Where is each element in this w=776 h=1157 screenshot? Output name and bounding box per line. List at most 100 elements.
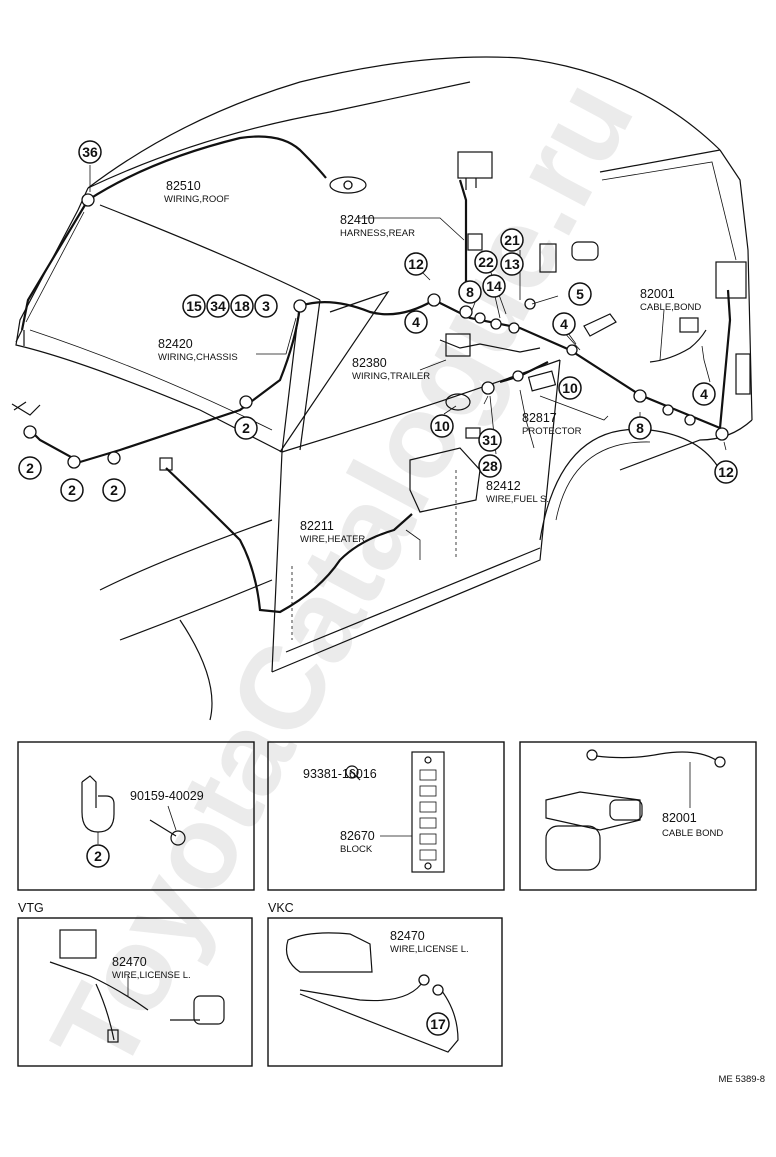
svg-text:22: 22: [478, 254, 494, 270]
part-number-license-vtg: 82470: [112, 955, 147, 969]
part-label-cable-bond: 82001 CABLE,BOND: [640, 287, 701, 313]
wire-clamps: [23, 180, 729, 469]
callout-3: 3: [254, 294, 278, 318]
svg-text:WIRING,ROOF: WIRING,ROOF: [164, 194, 230, 205]
callout-14: 14: [482, 274, 506, 298]
svg-text:15: 15: [186, 298, 202, 314]
callout-2: 2: [18, 456, 42, 480]
svg-text:82420: 82420: [158, 337, 193, 351]
callout-21: 21: [500, 228, 524, 252]
part-number-cable-bond-detail: 82001: [662, 811, 697, 825]
svg-text:2: 2: [110, 482, 118, 498]
callouts: 36 12 8 21 22 13 14 5 4 4 4 15 34 18 3 1…: [18, 140, 738, 1036]
svg-text:4: 4: [560, 316, 568, 332]
svg-text:CABLE,BOND: CABLE,BOND: [640, 302, 701, 313]
part-desc-block: BLOCK: [340, 844, 373, 855]
part-label-roof: 82510 WIRING,ROOF: [164, 179, 230, 205]
svg-text:14: 14: [486, 278, 502, 294]
part-number-block: 82670: [340, 829, 375, 843]
svg-text:17: 17: [430, 1016, 446, 1032]
detail-box-vtg: VTG 82470 WIRE,LICENSE L.: [17, 901, 253, 1067]
detail-box-clip: 90159-40029: [17, 741, 255, 891]
svg-text:36: 36: [82, 144, 98, 160]
callout-4: 4: [552, 312, 576, 336]
callout-22: 22: [474, 250, 498, 274]
callout-10: 10: [430, 414, 454, 438]
svg-text:28: 28: [482, 458, 498, 474]
svg-text:2: 2: [26, 460, 34, 476]
svg-text:82412: 82412: [486, 479, 521, 493]
callout-2: 2: [234, 416, 258, 440]
callout-5: 5: [568, 282, 592, 306]
callout-28: 28: [478, 454, 502, 478]
callout-15: 15: [182, 294, 206, 318]
part-desc-license-vkc: WIRE,LICENSE L.: [390, 944, 469, 955]
part-label-fuel: 82412 WIRE,FUEL S.: [486, 479, 549, 505]
diagram-code: ME 5389-8: [719, 1074, 765, 1085]
part-desc-cable-bond-detail: CABLE BOND: [662, 828, 723, 839]
svg-text:31: 31: [482, 432, 498, 448]
callout-13: 13: [500, 252, 524, 276]
callout-8: 8: [628, 416, 652, 440]
svg-text:10: 10: [434, 418, 450, 434]
part-number-license-vkc: 82470: [390, 929, 425, 943]
block-terminals: [419, 769, 437, 861]
callout-18: 18: [230, 294, 254, 318]
svg-text:12: 12: [718, 464, 734, 480]
part-number-block-screw: 93381-16016: [303, 767, 377, 781]
part-label-trailer: 82380 WIRING,TRAILER: [352, 356, 430, 382]
callout-4: 4: [692, 382, 716, 406]
svg-text:4: 4: [700, 386, 708, 402]
svg-text:8: 8: [466, 284, 474, 300]
callout-2: 2: [86, 844, 110, 868]
svg-text:5: 5: [576, 286, 584, 302]
svg-text:82211: 82211: [300, 519, 334, 533]
part-number-clip-screw: 90159-40029: [130, 789, 204, 803]
svg-text:18: 18: [234, 298, 250, 314]
svg-text:82510: 82510: [166, 179, 201, 193]
part-label-heater: 82211 WIRE,HEATER: [300, 519, 365, 545]
svg-text:2: 2: [94, 848, 102, 864]
svg-text:3: 3: [262, 298, 270, 314]
callout-17: 17: [426, 1012, 450, 1036]
callout-36: 36: [78, 140, 102, 164]
svg-text:2: 2: [68, 482, 76, 498]
part-desc-license-vtg: WIRE,LICENSE L.: [112, 970, 191, 981]
svg-text:34: 34: [210, 298, 226, 314]
callout-2: 2: [60, 478, 84, 502]
svg-text:82001: 82001: [640, 287, 675, 301]
part-label-chassis: 82420 WIRING,CHASSIS: [158, 337, 238, 363]
callout-34: 34: [206, 294, 230, 318]
detail-box-cable-bond: 82001 CABLE BOND: [519, 741, 757, 891]
detail-box-vkc: VKC 82470 WIRE,LICENSE L.: [267, 901, 503, 1067]
variant-label-vkc: VKC: [268, 901, 294, 915]
callout-2: 2: [102, 478, 126, 502]
svg-text:82817: 82817: [522, 411, 557, 425]
svg-text:82380: 82380: [352, 356, 387, 370]
callout-8: 8: [458, 280, 482, 304]
callout-10: 10: [558, 376, 582, 400]
svg-text:10: 10: [562, 380, 578, 396]
svg-text:PROTECTOR: PROTECTOR: [522, 426, 582, 437]
svg-text:WIRE,FUEL S.: WIRE,FUEL S.: [486, 494, 549, 505]
part-label-harness-rear: 82410 HARNESS,REAR: [340, 213, 415, 239]
svg-text:4: 4: [412, 314, 420, 330]
svg-text:13: 13: [504, 256, 520, 272]
svg-text:12: 12: [408, 256, 424, 272]
part-label-protector: 82817 PROTECTOR: [522, 411, 582, 437]
svg-text:2: 2: [242, 420, 250, 436]
svg-text:21: 21: [504, 232, 520, 248]
callout-12: 12: [404, 252, 428, 276]
callout-12: 12: [714, 460, 738, 484]
variant-label-vtg: VTG: [18, 901, 44, 915]
svg-text:WIRING,CHASSIS: WIRING,CHASSIS: [158, 352, 238, 363]
svg-text:HARNESS,REAR: HARNESS,REAR: [340, 228, 415, 239]
detail-box-block: 93381-16016 82670 BLOCK: [267, 741, 505, 891]
wiring-lines: [11, 135, 751, 614]
svg-text:8: 8: [636, 420, 644, 436]
svg-text:WIRE,HEATER: WIRE,HEATER: [300, 534, 365, 545]
callout-4: 4: [404, 310, 428, 334]
callout-31: 31: [478, 428, 502, 452]
